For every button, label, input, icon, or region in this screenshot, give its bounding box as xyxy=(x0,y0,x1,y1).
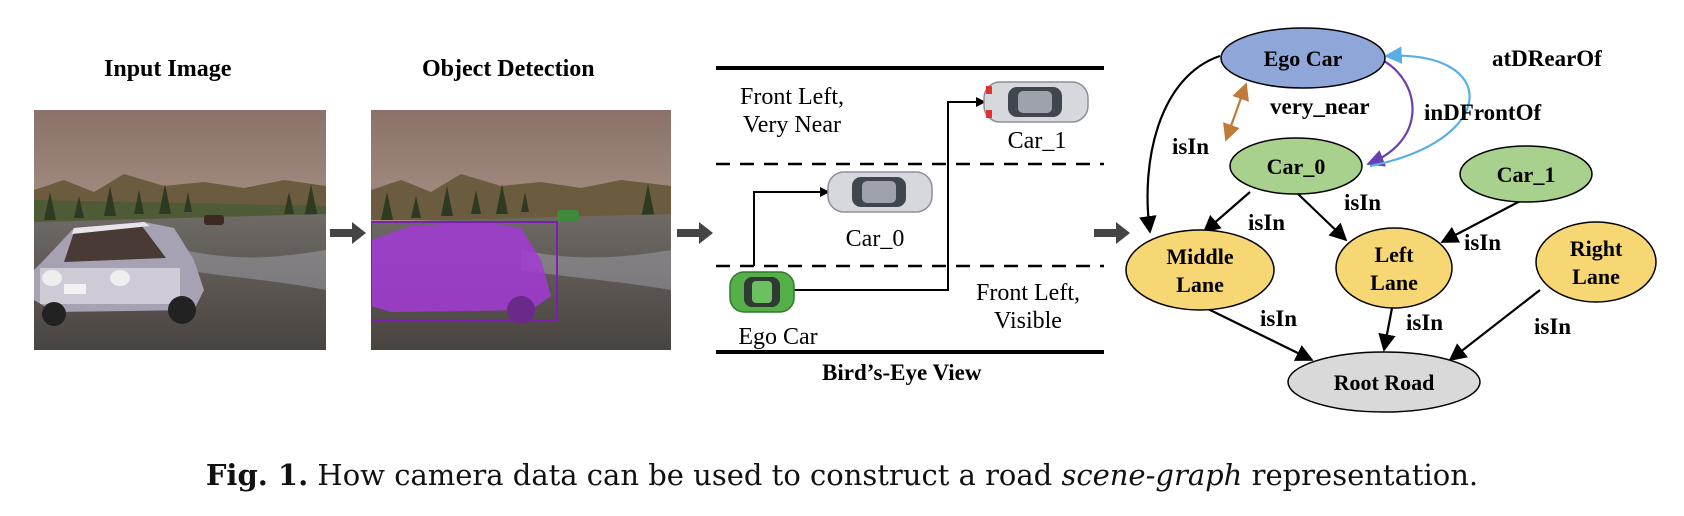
arrow-2-icon xyxy=(677,222,713,244)
arrow-3-icon xyxy=(1094,222,1130,244)
svg-text:Root Road: Root Road xyxy=(1334,370,1435,395)
car-1-icon xyxy=(983,81,1089,123)
caption-text-before: How camera data can be used to construct… xyxy=(317,458,1053,492)
connector-ego-car0 xyxy=(753,191,826,266)
car-0-label: Car_0 xyxy=(846,226,905,252)
object-detection-scene xyxy=(371,110,671,350)
input-image-title: Input Image xyxy=(104,56,232,82)
input-image xyxy=(34,110,326,350)
label-very-near: very_near xyxy=(1270,94,1370,119)
caption-emphasis: scene-graph xyxy=(1061,458,1243,492)
input-image-scene xyxy=(34,110,326,350)
arrow-1-icon xyxy=(330,222,366,244)
edge-car0-ego-rear xyxy=(1369,46,1471,168)
label-car0-middle: isIn xyxy=(1248,210,1285,235)
scene-graph: isIn very_near inDFrontOf atDRearOf isIn… xyxy=(1125,27,1657,413)
edge-ego-car0-very-near xyxy=(1223,82,1249,142)
svg-text:Lane: Lane xyxy=(1572,264,1620,289)
svg-text:Middle: Middle xyxy=(1166,244,1233,269)
detected-car-0-mask xyxy=(371,222,551,312)
edge-car0-left xyxy=(1295,191,1348,242)
node-root-road: Root Road xyxy=(1287,351,1481,413)
svg-text:Lane: Lane xyxy=(1176,272,1224,297)
label-rear: atDRearOf xyxy=(1492,46,1602,71)
birds-eye-view-title: Bird’s-Eye View xyxy=(822,360,982,385)
edge-car0-middle xyxy=(1202,191,1251,234)
svg-text:Lane: Lane xyxy=(1370,270,1418,295)
edge-right-root xyxy=(1448,289,1541,362)
edge-car1-left xyxy=(1440,197,1527,243)
edge-ego-middle xyxy=(1139,54,1221,234)
svg-text:Car_1: Car_1 xyxy=(1497,162,1556,187)
birds-eye-view: Front Left, Very Near Front Left, Visibl… xyxy=(716,66,1104,354)
node-right-lane: Right Lane xyxy=(1535,221,1657,303)
label-ego-middle: isIn xyxy=(1172,134,1209,159)
svg-text:Car_0: Car_0 xyxy=(1267,154,1326,179)
car-1-label: Car_1 xyxy=(1008,128,1067,154)
ego-car-label: Ego Car xyxy=(738,324,817,350)
label-right-root: isIn xyxy=(1534,314,1571,339)
figure-caption: Fig. 1. How camera data can be used to c… xyxy=(0,458,1684,492)
caption-text-after: representation. xyxy=(1251,458,1479,492)
svg-text:Right: Right xyxy=(1570,236,1623,261)
node-ego-car: Ego Car xyxy=(1220,27,1386,89)
bev-label-near-line2: Very Near xyxy=(743,112,841,138)
svg-text:Left: Left xyxy=(1374,242,1414,267)
label-in-front: inDFrontOf xyxy=(1424,100,1541,125)
bev-label-near-line1: Front Left, xyxy=(740,84,844,110)
label-car0-left: isIn xyxy=(1344,190,1381,215)
node-car-1: Car_1 xyxy=(1459,145,1593,203)
svg-text:Ego Car: Ego Car xyxy=(1264,46,1343,71)
car-0-icon xyxy=(827,171,933,213)
bev-label-visible-line2: Visible xyxy=(994,308,1062,334)
object-detection-image xyxy=(371,110,671,350)
label-car1-left: isIn xyxy=(1464,230,1501,255)
label-middle-root: isIn xyxy=(1260,306,1297,331)
edge-ego-car0-front xyxy=(1366,59,1414,167)
label-left-root: isIn xyxy=(1406,310,1443,335)
node-left-lane: Left Lane xyxy=(1335,227,1453,309)
edge-middle-root xyxy=(1201,305,1314,361)
detected-car-1-mask xyxy=(557,210,579,222)
bev-label-visible-line1: Front Left, xyxy=(976,280,1080,306)
connector-ego-car1 xyxy=(792,101,982,291)
node-middle-lane: Middle Lane xyxy=(1125,229,1275,311)
object-detection-title: Object Detection xyxy=(422,56,595,82)
node-car-0: Car_0 xyxy=(1229,137,1363,195)
edge-left-root xyxy=(1378,307,1396,352)
caption-label: Fig. 1. xyxy=(205,458,309,492)
ego-car-icon xyxy=(729,271,795,313)
